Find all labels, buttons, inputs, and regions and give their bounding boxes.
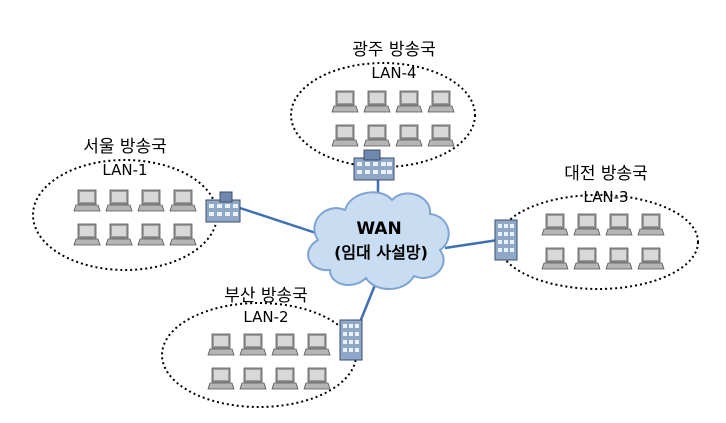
laptop-icon bbox=[605, 247, 633, 270]
laptop-icon bbox=[363, 124, 391, 147]
office-building-icon bbox=[353, 149, 395, 181]
laptop-icon bbox=[427, 124, 455, 147]
office-building-icon bbox=[205, 191, 241, 223]
laptop-icon bbox=[331, 90, 359, 113]
link-daejeon bbox=[444, 238, 499, 250]
site-title-gwangju: 광주 방송국 bbox=[352, 40, 436, 60]
laptop-group-seoul bbox=[73, 189, 197, 246]
lan-label-busan: LAN-2 bbox=[243, 308, 288, 326]
laptop-icon bbox=[239, 367, 267, 390]
laptop-icon bbox=[73, 223, 101, 246]
laptop-icon bbox=[637, 213, 665, 236]
laptop-icon bbox=[169, 223, 197, 246]
laptop-group-busan bbox=[207, 333, 331, 390]
lan-label-gwangju: LAN-4 bbox=[371, 64, 416, 82]
laptop-icon bbox=[105, 223, 133, 246]
laptop-icon bbox=[573, 213, 601, 236]
site-title-seoul: 서울 방송국 bbox=[83, 137, 167, 157]
laptop-icon bbox=[541, 247, 569, 270]
building-daejeon bbox=[494, 219, 518, 261]
wan-sublabel: (임대 사설망) bbox=[334, 243, 428, 262]
lan-ellipse-daejeon bbox=[497, 194, 699, 290]
link-busan bbox=[358, 284, 377, 323]
site-title-daejeon: 대전 방송국 bbox=[564, 164, 648, 184]
laptop-icon bbox=[395, 90, 423, 113]
laptop-icon bbox=[427, 90, 455, 113]
lan-label-daejeon: LAN-3 bbox=[583, 188, 628, 206]
laptop-icon bbox=[105, 189, 133, 212]
laptop-icon bbox=[73, 189, 101, 212]
building-gwangju bbox=[353, 149, 395, 181]
office-building-icon bbox=[494, 219, 518, 261]
laptop-icon bbox=[303, 367, 331, 390]
link-seoul bbox=[239, 206, 323, 237]
laptop-icon bbox=[207, 333, 235, 356]
laptop-icon bbox=[271, 367, 299, 390]
laptop-icon bbox=[137, 223, 165, 246]
building-seoul bbox=[205, 191, 241, 223]
cloud-icon bbox=[307, 191, 450, 290]
laptop-icon bbox=[303, 333, 331, 356]
site-title-busan: 부산 방송국 bbox=[224, 286, 308, 306]
laptop-icon bbox=[605, 213, 633, 236]
laptop-icon bbox=[573, 247, 601, 270]
laptop-icon bbox=[207, 367, 235, 390]
laptop-group-daejeon bbox=[541, 213, 665, 270]
laptop-icon bbox=[137, 189, 165, 212]
lan-label-seoul: LAN-1 bbox=[102, 161, 147, 179]
laptop-groups bbox=[73, 90, 665, 390]
building-busan bbox=[339, 319, 363, 361]
laptop-icon bbox=[363, 90, 391, 113]
laptop-group-gwangju bbox=[331, 90, 455, 147]
office-building-icon bbox=[339, 319, 363, 361]
wan-links bbox=[239, 170, 499, 323]
laptop-icon bbox=[169, 189, 197, 212]
laptop-icon bbox=[395, 124, 423, 147]
site-labels: 광주 방송국 LAN-4 서울 방송국 LAN-1 대전 방송국 LAN-3 부… bbox=[83, 40, 648, 326]
laptop-icon bbox=[239, 333, 267, 356]
wan-label: WAN bbox=[356, 219, 401, 239]
laptop-icon bbox=[637, 247, 665, 270]
laptop-icon bbox=[331, 124, 359, 147]
laptop-icon bbox=[271, 333, 299, 356]
laptop-icon bbox=[541, 213, 569, 236]
wan-cloud: WAN (임대 사설망) bbox=[307, 191, 450, 290]
